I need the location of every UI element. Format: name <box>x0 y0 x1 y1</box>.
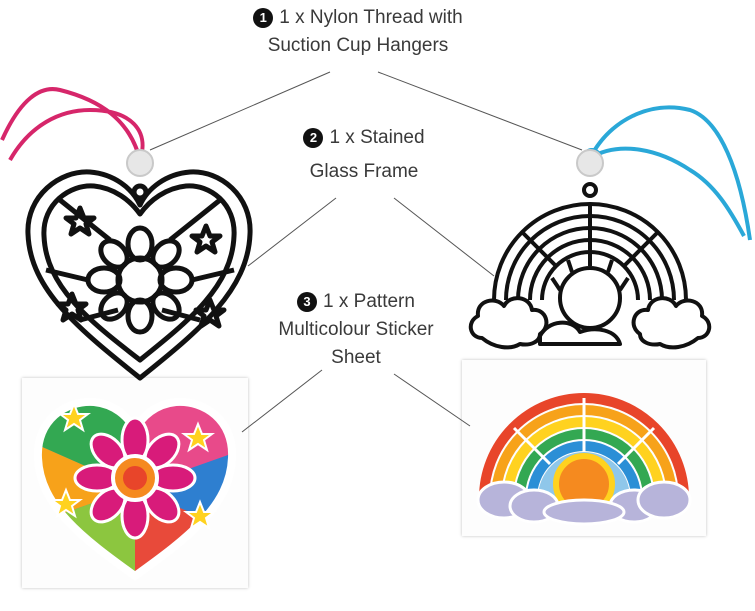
callout-2-line2: Glass Frame <box>309 161 419 182</box>
rainbow-sticker-sheet <box>462 360 706 536</box>
callout-number-1: 1 <box>253 8 274 28</box>
rainbow-sticker-art <box>476 393 692 526</box>
callout-number-3: 3 <box>297 292 318 312</box>
rainbow-stained-glass-frame <box>468 182 712 350</box>
pink-suction-cup <box>126 149 154 177</box>
callout-3-line2: Multicolour Sticker <box>278 319 434 340</box>
heart-sticker-art <box>33 397 237 581</box>
callout-2-line1: 1 x Stained <box>329 127 425 148</box>
callout-1-line1: 1 x Nylon Thread with <box>279 7 463 28</box>
callout-number-2: 2 <box>303 128 324 148</box>
callout-3-line3: Sheet <box>331 347 381 368</box>
callout-1-line2: Suction Cup Hangers <box>267 35 449 56</box>
leader-lines <box>149 71 583 433</box>
heart-stained-glass-frame <box>25 169 253 381</box>
callout-3-line1: 1 x Pattern <box>323 291 415 312</box>
heart-sticker-sheet <box>22 378 248 588</box>
blue-suction-cup <box>576 149 604 177</box>
